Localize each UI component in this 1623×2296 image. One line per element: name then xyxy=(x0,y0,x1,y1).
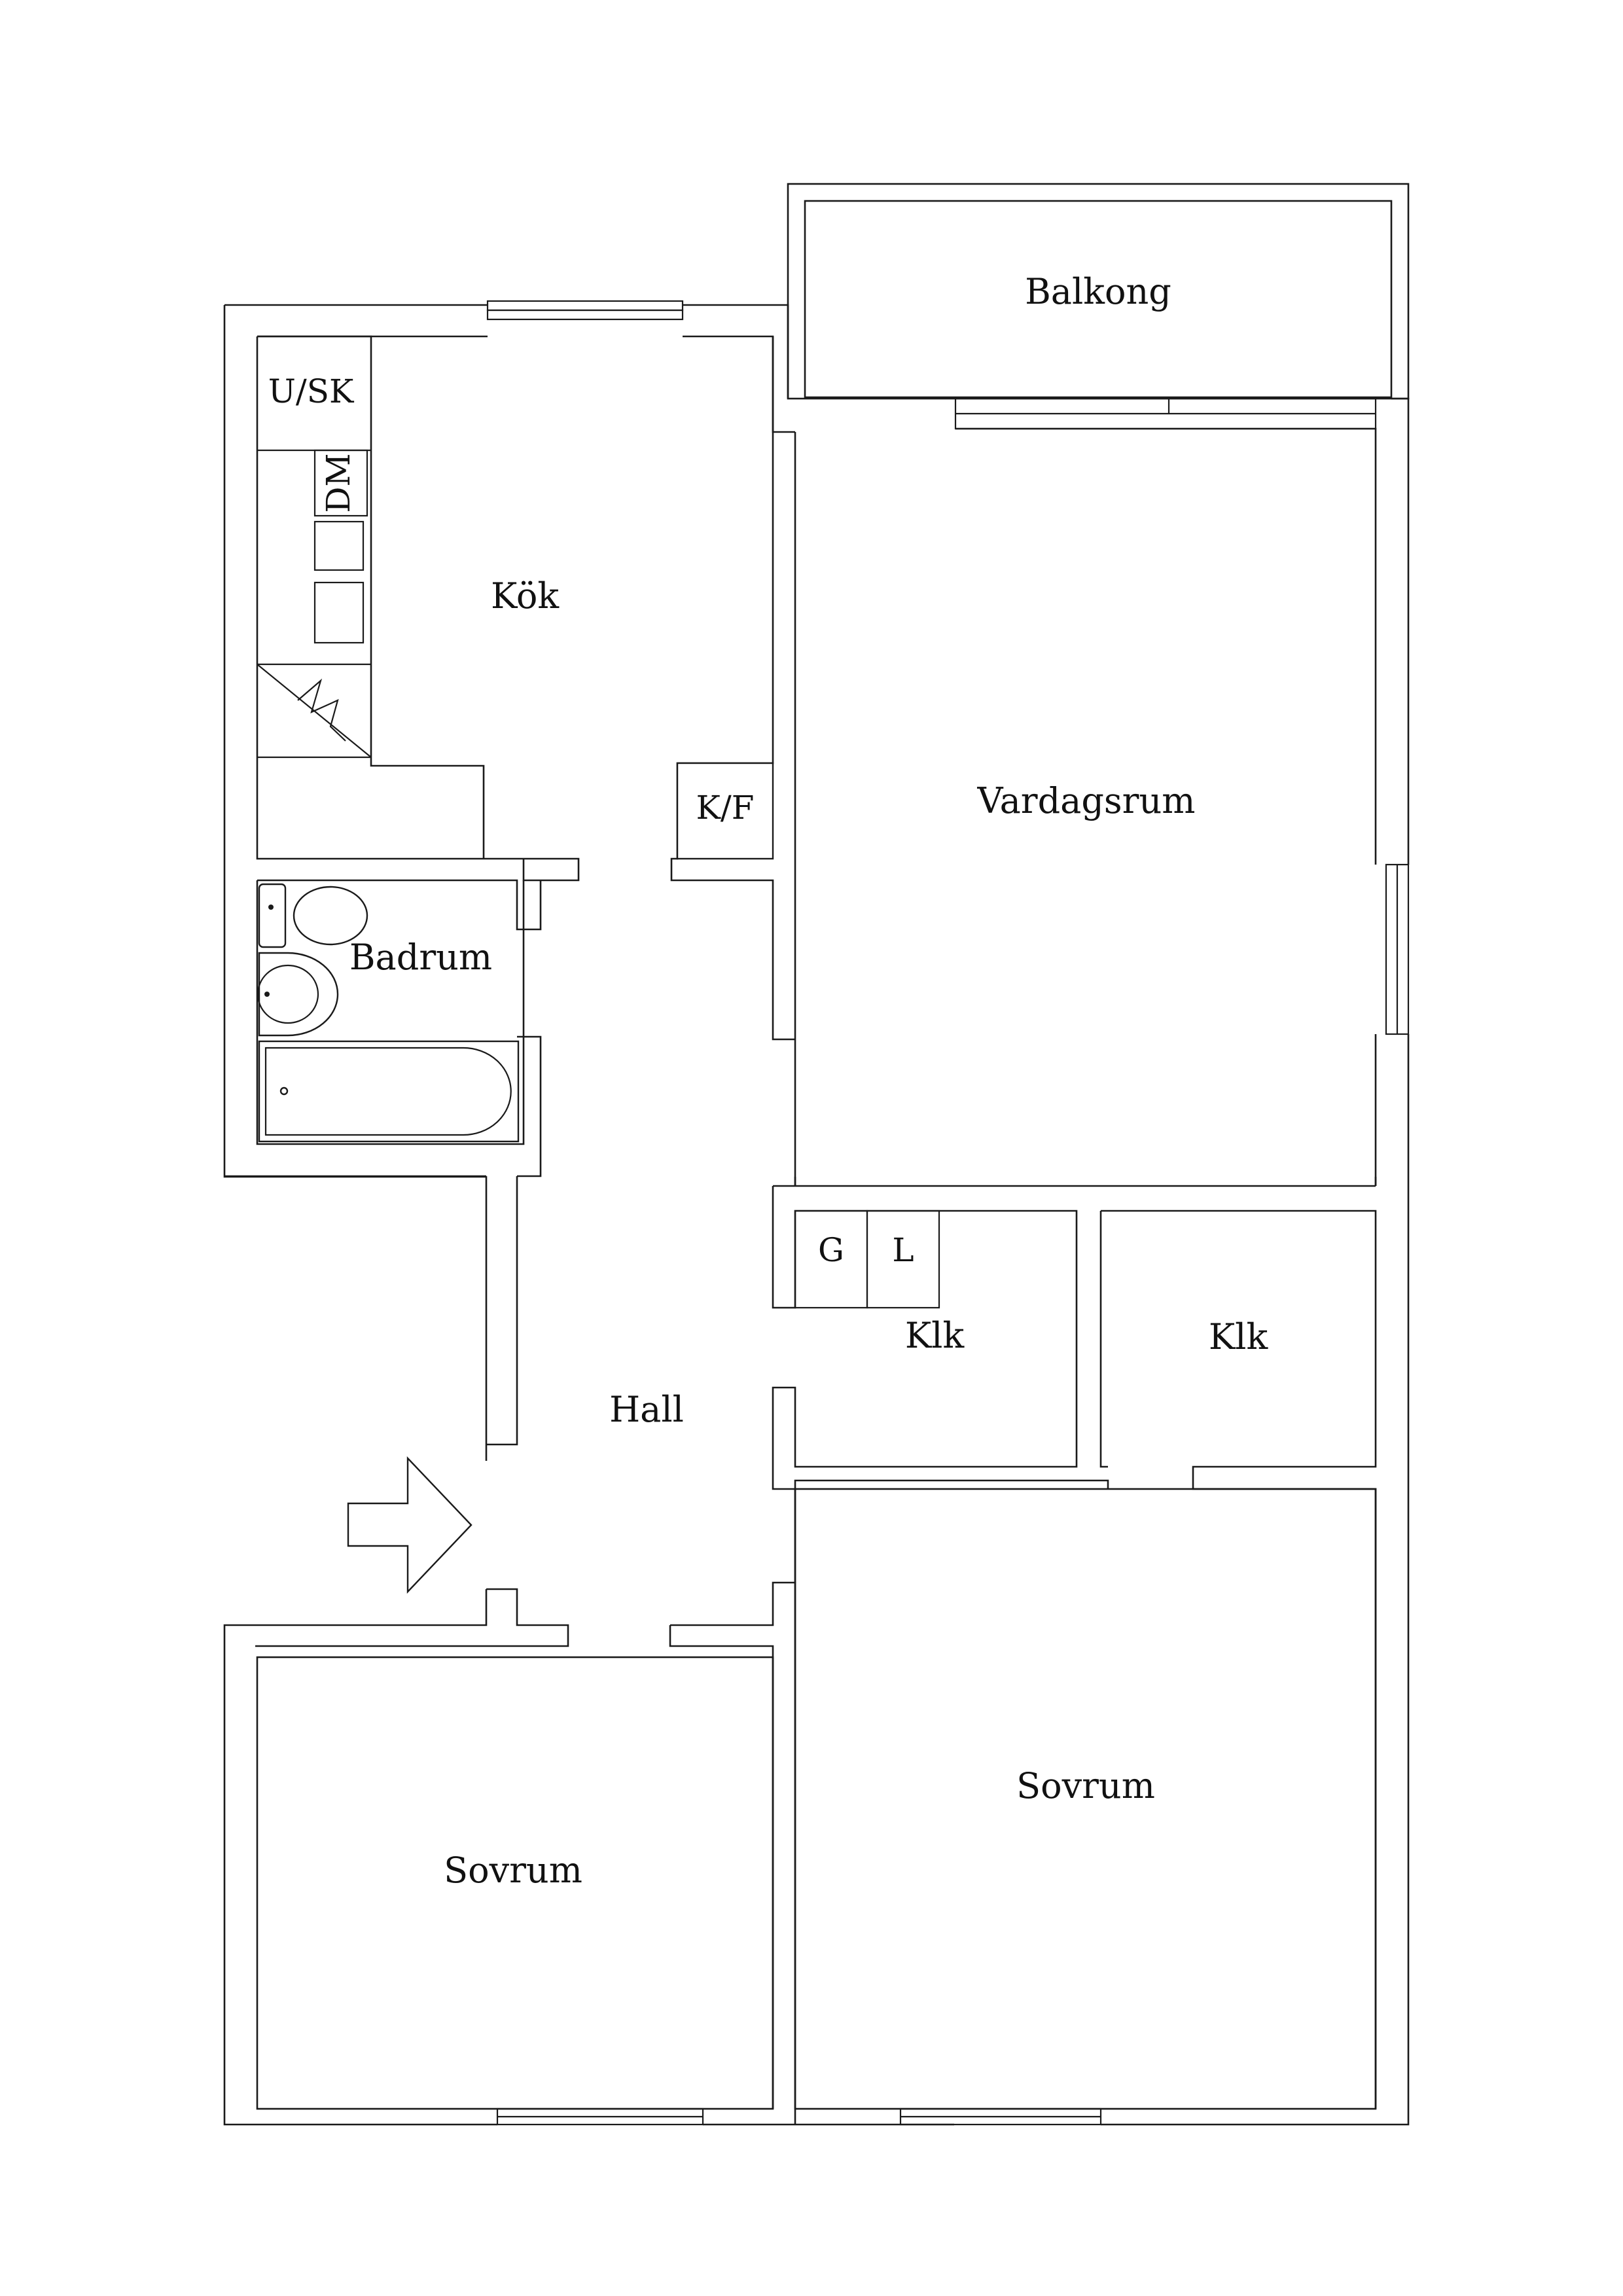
fixture-label-kf: K/F xyxy=(696,789,755,827)
room-label-klk-right: Klk xyxy=(1209,1316,1269,1357)
fixture-label-dm: DM xyxy=(319,453,357,512)
fixture-label-l: L xyxy=(892,1231,914,1269)
entrance-arrow-icon xyxy=(347,1456,473,1594)
room-label-badrum: Badrum xyxy=(349,937,492,978)
fixture-label-g: G xyxy=(818,1231,844,1269)
toilet-icon xyxy=(258,883,368,948)
room-label-vardagsrum: Vardagsrum xyxy=(977,780,1196,821)
bathroom xyxy=(224,879,542,1177)
room-label-balkong: Balkong xyxy=(1025,271,1171,312)
bathtub-icon xyxy=(258,1040,520,1143)
room-label-sovrum-right: Sovrum xyxy=(1016,1765,1155,1806)
fixture-label-usk: U/SK xyxy=(268,372,355,410)
sink-icon xyxy=(257,952,339,1037)
room-label-hall: Hall xyxy=(609,1389,684,1430)
room-label-kok: Kök xyxy=(491,575,560,617)
outer-walls xyxy=(223,304,1410,2126)
room-label-sovrum-left: Sovrum xyxy=(444,1850,582,1891)
bedrooms xyxy=(256,1488,1377,2110)
windows xyxy=(486,300,1410,2126)
closets xyxy=(772,1177,1377,2109)
kitchen xyxy=(256,335,795,1041)
hall-walls xyxy=(255,1176,796,2125)
room-label-klk-left: Klk xyxy=(905,1315,965,1356)
